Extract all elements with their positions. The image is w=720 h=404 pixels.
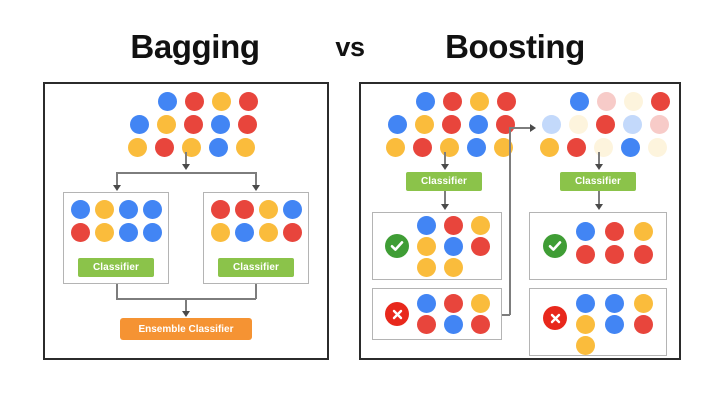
boosting-s2-arrowhead-1	[595, 164, 603, 170]
bagging-connector-down	[185, 152, 187, 166]
bagging-branch-right-line	[255, 172, 257, 186]
cross-mark-icon-2	[543, 306, 567, 330]
cross-mark-icon-1	[385, 302, 409, 326]
title-boosting: Boosting	[445, 28, 585, 65]
feedback-seg-a	[502, 314, 510, 316]
boosting-s2-conn-down	[598, 152, 600, 166]
title-bagging: Bagging	[130, 28, 260, 65]
feedback-arrowhead	[530, 124, 536, 132]
ensemble-classifier-button[interactable]: Ensemble Classifier	[120, 318, 252, 340]
boosting-classifier-2[interactable]: Classifier	[560, 172, 636, 191]
bagging-classifier-left[interactable]: Classifier	[78, 258, 154, 277]
bagging-arrowhead-left	[113, 185, 121, 191]
page-title: Bagging vs Boosting	[0, 26, 720, 68]
feedback-seg-b	[509, 127, 511, 315]
boosting-s1-arrowhead-1	[441, 164, 449, 170]
boosting-s1-conn-down	[444, 152, 446, 166]
feedback-seg-c	[509, 127, 531, 129]
bagging-arrowhead-ensemble	[182, 311, 190, 317]
boosting-classifier-1[interactable]: Classifier	[406, 172, 482, 191]
boosting-s1-arrowhead-2	[441, 204, 449, 210]
boosting-s2-arrowhead-2	[595, 204, 603, 210]
bagging-classifier-right[interactable]: Classifier	[218, 258, 294, 277]
check-mark-icon-2	[543, 234, 567, 258]
bagging-merge-down	[185, 298, 187, 312]
bagging-arrowhead-right	[252, 185, 260, 191]
bagging-merge-right-line	[255, 284, 257, 299]
title-vs: vs	[335, 32, 365, 62]
bagging-branch-left-line	[116, 172, 118, 186]
bagging-arrowhead-mid	[182, 164, 190, 170]
bagging-split-bar	[116, 172, 256, 174]
bagging-merge-left-line	[116, 284, 118, 299]
boosting-s1-conn-down2	[444, 191, 446, 205]
check-mark-icon-1	[385, 234, 409, 258]
boosting-s2-conn-down2	[598, 191, 600, 205]
